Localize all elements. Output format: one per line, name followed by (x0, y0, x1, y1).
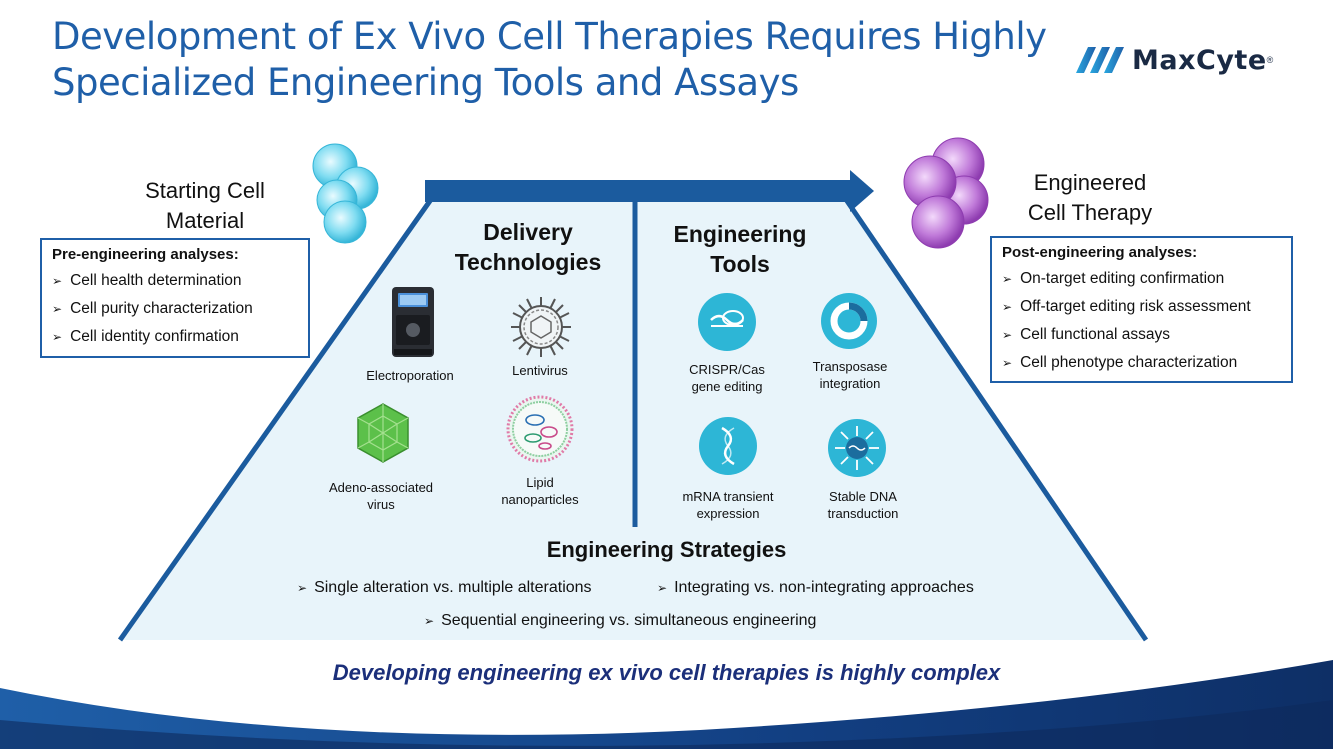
bottom-wave-decoration (0, 660, 1333, 749)
post-engineering-list: On-target editing confirmation Off-targe… (1002, 265, 1281, 377)
engineering-strategies-heading: Engineering Strategies (546, 537, 787, 562)
lentivirus-label: Lentivirus (512, 363, 568, 378)
slide-title: Development of Ex Vivo Cell Therapies Re… (52, 14, 1052, 106)
starting-cells-icon (312, 143, 379, 244)
delivery-heading-line-1: Delivery (483, 219, 573, 245)
transposase-label-line-1: Transposase (812, 359, 888, 374)
trapezoid-left-edge (117, 196, 435, 642)
engineered-label-line-2: Cell Therapy (1027, 200, 1153, 225)
transposase-label-line-2: integration (819, 376, 881, 391)
stable-dna-label-line-1: Stable DNA (829, 489, 897, 504)
tools-heading-line-2: Tools (710, 251, 770, 277)
tagline: Developing engineering ex vivo cell ther… (332, 660, 1001, 685)
strategy-item: Integrating vs. non-integrating approach… (657, 579, 974, 597)
aav-label-line-1: Adeno-associated (328, 480, 434, 495)
maxcyte-logo-mark-icon (1076, 47, 1124, 73)
list-item: Cell phenotype characterization (1002, 349, 1281, 377)
starting-cell-material-label: Starting Cell Material (120, 176, 290, 236)
stable-dna-label: Stable DNA transduction (808, 488, 918, 522)
process-arrow-head (850, 170, 874, 212)
crispr-label-line-1: CRISPR/Cas (689, 362, 765, 377)
trapezoid-right-edge (842, 196, 1149, 642)
engineered-cells-icon (903, 137, 989, 249)
list-item: Cell purity characterization (52, 295, 298, 323)
delivery-heading-line-2: Technologies (454, 249, 602, 275)
slide-title-line-1: Development of Ex Vivo Cell Therapies Re… (52, 15, 1047, 58)
strategy-item: Sequential engineering vs. simultaneous … (424, 612, 816, 630)
list-item: Cell identity confirmation (52, 323, 298, 351)
engineering-trapezoid (117, 170, 1149, 642)
list-item: On-target editing confirmation (1002, 265, 1281, 293)
starting-label-line-1: Starting Cell (145, 178, 265, 203)
mrna-label-line-1: mRNA transient (682, 489, 774, 504)
pre-engineering-panel: Pre-engineering analyses: Cell health de… (40, 238, 310, 358)
post-engineering-title: Post-engineering analyses: (1002, 244, 1198, 261)
lnp-label-line-1: Lipid (526, 475, 554, 490)
strategy-item: Single alteration vs. multiple alteratio… (297, 579, 591, 597)
pre-engineering-title: Pre-engineering analyses: (52, 246, 239, 263)
engineered-label-line-1: Engineered (1033, 170, 1147, 195)
lipid-nanoparticle-icon (506, 395, 574, 463)
maxcyte-logo: MaxCyte® (1076, 42, 1273, 78)
adeno-associated-virus-icon (357, 403, 409, 463)
delivery-technologies-heading: Delivery Technologies (430, 217, 626, 277)
list-item: Off-target editing risk assessment (1002, 293, 1281, 321)
starting-label-line-2: Material (165, 208, 245, 233)
crispr-label: CRISPR/Cas gene editing (672, 361, 782, 395)
lentivirus-icon (511, 297, 571, 357)
lnp-label: Lipid nanoparticles (490, 474, 590, 508)
slide-title-line-2: Specialized Engineering Tools and Assays (52, 61, 799, 104)
aav-label-line-2: virus (367, 497, 395, 512)
logo-registered-mark: ® (1266, 55, 1274, 65)
electroporation-label: Electroporation (366, 368, 454, 383)
list-item: Cell functional assays (1002, 321, 1281, 349)
tools-heading-line-1: Engineering (673, 221, 807, 247)
crispr-cas-icon (698, 293, 756, 351)
engineering-tools-heading: Engineering Tools (650, 219, 830, 279)
list-item: Cell health determination (52, 267, 298, 295)
process-arrow-shaft (425, 180, 855, 202)
mrna-icon (699, 417, 757, 475)
pre-engineering-list: Cell health determination Cell purity ch… (52, 267, 298, 351)
electroporation-device-icon (392, 287, 434, 357)
transposase-icon (821, 293, 877, 349)
mrna-label: mRNA transient expression (668, 488, 788, 522)
lnp-label-line-2: nanoparticles (501, 492, 579, 507)
transposase-label: Transposase integration (800, 358, 900, 392)
crispr-label-line-2: gene editing (691, 379, 763, 394)
stable-dna-icon (828, 419, 886, 477)
mrna-label-line-2: expression (696, 506, 760, 521)
post-engineering-panel: Post-engineering analyses: On-target edi… (990, 236, 1293, 383)
aav-label: Adeno-associated virus (316, 479, 446, 513)
logo-wordmark: MaxCyte (1132, 44, 1267, 76)
stable-dna-label-line-2: transduction (827, 506, 899, 521)
engineered-cell-therapy-label: Engineered Cell Therapy (1000, 168, 1180, 228)
